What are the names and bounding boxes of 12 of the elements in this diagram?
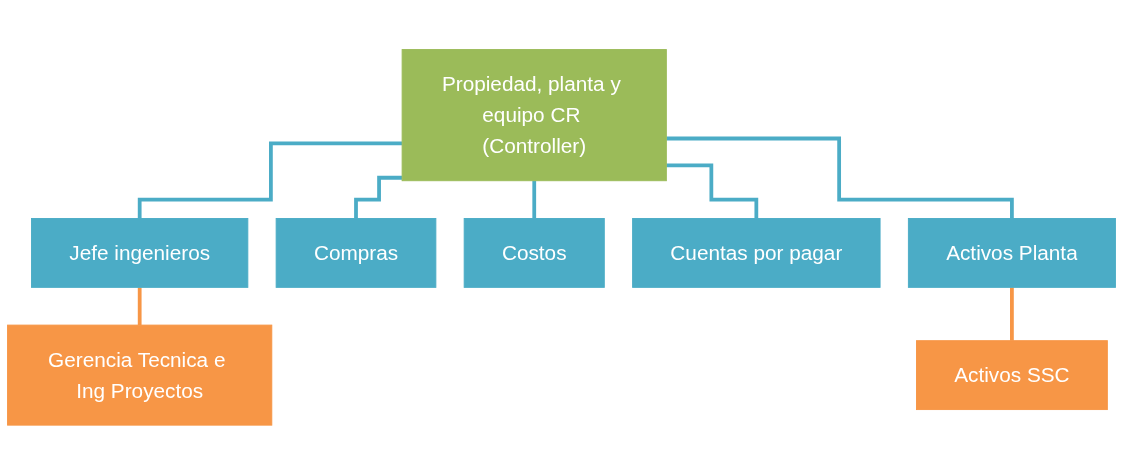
connector xyxy=(666,136,1014,220)
node-box: Compras xyxy=(275,217,437,288)
node-box: Jefe ingenieros xyxy=(31,217,249,288)
node-box: Activos Planta xyxy=(907,217,1116,288)
node-box: Activos SSC xyxy=(916,339,1108,410)
connector xyxy=(137,141,403,220)
connector xyxy=(666,163,759,220)
node-box: Cuentas por pagar xyxy=(632,217,881,288)
node-box: Propiedad, planta y equipo CR (Controller) xyxy=(401,48,667,181)
node-box: Gerencia Tecnica e Ing Proyectos xyxy=(7,324,273,426)
connector xyxy=(354,175,403,220)
node-box: Costos xyxy=(463,217,605,288)
